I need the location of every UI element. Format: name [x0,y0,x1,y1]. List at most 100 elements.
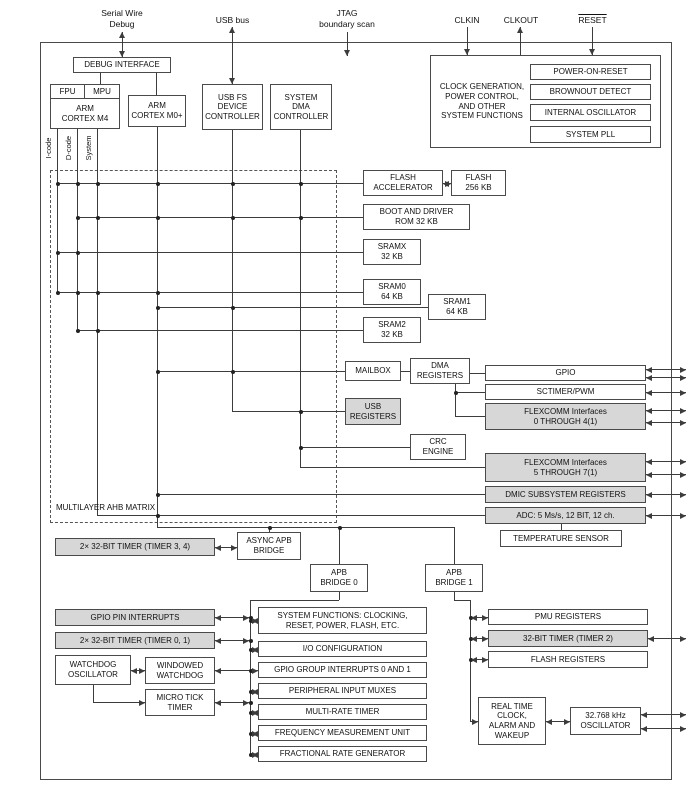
wire-segment [57,183,363,184]
arrowhead-r [680,389,686,396]
arrowhead-l [215,667,221,674]
arrowhead-r [231,544,237,551]
serial-wire-debug-label: Serial Wire Debug [101,8,143,30]
wire-segment [641,714,686,715]
junction-dot [155,181,160,186]
arrowhead-l [215,614,221,621]
clkin-label: CLKIN [454,15,480,25]
wire-segment [467,27,468,55]
sram1-box: SRAM1 64 KB [428,294,486,320]
internal-oscillator-box: INTERNAL OSCILLATOR [530,104,651,121]
junction-dot [155,215,160,220]
wire-segment [300,130,301,467]
wire-segment [77,129,78,330]
junction-dot [55,250,60,255]
arrowhead-l [215,637,221,644]
flash-box: FLASH 256 KB [451,170,506,196]
junction-dot [230,215,235,220]
arrowhead-l [646,419,652,426]
arrowhead-r [680,407,686,414]
mailbox-box: MAILBOX [345,361,401,381]
flash-accelerator-box: FLASH ACCELERATOR [363,170,443,196]
junction-dot [155,492,160,497]
arrowhead-r [680,635,686,642]
wire-segment [646,494,686,495]
wire-segment [401,371,410,372]
pmu-registers-box: PMU REGISTERS [488,609,648,625]
junction-dot [95,215,100,220]
fractional-rate-generator-box: FRACTIONAL RATE GENERATOR [258,746,427,762]
wire-segment [57,129,58,292]
wire-segment [455,384,456,416]
arrowhead-r [482,614,488,621]
wire-segment [93,685,94,702]
adc-box: ADC: 5 Ms/s, 12 BIT, 12 ch. [485,507,646,524]
arrowhead-r [482,635,488,642]
arrowhead-l [646,491,652,498]
junction-dot [230,181,235,186]
arrowhead-r [680,458,686,465]
rtc-box: REAL TIME CLOCK, ALARM AND WAKEUP [478,697,546,745]
dcode-bus-label: D-code [64,135,73,161]
junction-dot [155,369,160,374]
multi-rate-timer-box: MULTI-RATE TIMER [258,704,427,720]
arrowhead-r [139,699,145,706]
micro-tick-timer-box: MICRO TICK TIMER [145,689,215,716]
arrowhead-d [589,49,595,55]
junction-dot [75,328,80,333]
clock-generation-label: CLOCK GENERATION, POWER CONTROL, AND OTH… [439,82,525,121]
junction-dot [230,305,235,310]
junction-dot [453,390,458,395]
arrowhead-l [646,366,652,373]
junction-dot [75,250,80,255]
arrowhead-l [471,635,477,642]
arrowhead-l [646,471,652,478]
junction-dot [248,647,253,652]
wire-segment [546,721,570,722]
arrowhead-r [139,667,145,674]
arrowhead-r [680,419,686,426]
wire-segment [77,217,363,218]
boot-rom-box: BOOT AND DRIVER ROM 32 KB [363,204,470,230]
clkout-label: CLKOUT [503,15,539,25]
junction-dot [75,215,80,220]
wire-segment [157,307,428,308]
arrowhead-u [119,32,125,38]
sram2-box: SRAM2 32 KB [363,317,421,343]
arrowhead-l [252,688,258,695]
wire-segment [470,659,488,660]
junction-dot [55,290,60,295]
cortex-m4-box: ARM CORTEX M4 [50,98,120,129]
arrowhead-l [646,374,652,381]
arrowhead-r [680,471,686,478]
wire-segment [648,638,686,639]
junction-dot [248,618,253,623]
junction-dot [248,710,253,715]
cortex-m0-box: ARM CORTEX M0+ [128,95,186,127]
flash-registers-box: FLASH REGISTERS [488,651,648,668]
arrowhead-r [243,614,249,621]
junction-dot [248,731,253,736]
sctimer-box: SCTIMER/PWM [485,384,646,400]
junction-dot [155,305,160,310]
sram0-box: SRAM0 64 KB [363,279,421,305]
junction-dot [248,615,253,620]
junction-dot [468,615,473,620]
wire-segment [300,447,410,448]
gpio-group-interrupts-box: GPIO GROUP INTERRUPTS 0 AND 1 [258,662,427,678]
ahb-matrix-label: MULTILAYER AHB MATRIX [56,503,156,513]
arrowhead-l [252,617,258,624]
wire-segment [520,27,521,55]
arrowhead-l [646,458,652,465]
usb-bus-label: USB bus [215,15,250,25]
frequency-measurement-box: FREQUENCY MEASUREMENT UNIT [258,725,427,741]
junction-dot [298,445,303,450]
junction-dot [55,181,60,186]
junction-dot [468,636,473,641]
wire-segment [100,73,101,84]
wire-segment [646,410,686,411]
dmic-subsystem-box: DMIC SUBSYSTEM REGISTERS [485,486,646,503]
arrowhead-l [471,614,477,621]
usb-registers-box: USB REGISTERS [345,398,401,425]
wire-segment [232,411,345,412]
